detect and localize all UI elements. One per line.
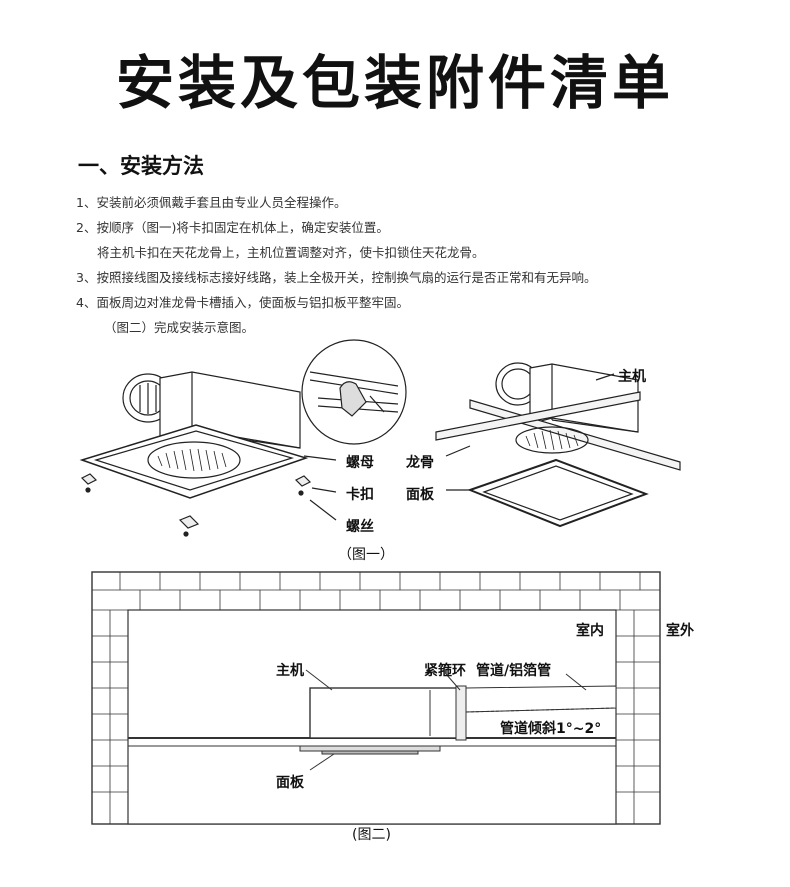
figure1-caption: （图一） (338, 547, 394, 563)
label-clamp-ring: 紧箍环 (424, 663, 466, 679)
figure2-wall-section (91, 571, 661, 825)
label-screw: 螺丝 (346, 519, 374, 535)
fan-unit-exploded-illustration (79, 371, 337, 537)
section-heading: 一、安装方法 (78, 154, 204, 178)
label-panel-2: 面板 (276, 775, 304, 791)
label-indoor: 室内 (576, 623, 604, 639)
step-item: 2、按顺序（图一)将卡扣固定在机体上，确定安装位置。 (76, 220, 389, 235)
keel-mounted-unit-illustration (435, 362, 681, 528)
install-steps: 1、安装前必须佩戴手套且由专业人员全程操作。 2、按顺序（图一)将卡扣固定在机体… (76, 190, 756, 340)
step-item: 4、面板周边对准龙骨卡槽插入，使面板与铝扣板平整牢固。 (76, 295, 409, 310)
figure2-caption: (图二) (352, 827, 391, 843)
clip-detail-illustration (301, 339, 407, 445)
label-clip: 卡扣 (346, 487, 374, 503)
label-panel: 面板 (406, 487, 434, 503)
step-item: （图二）完成安装示意图。 (104, 320, 255, 335)
page-title: 安装及包装附件清单 (115, 49, 674, 117)
step-item: 3、按照接线图及接线标志接好线路，装上全极开关，控制换气扇的运行是否正常和有无异… (76, 270, 597, 285)
step-item: 1、安装前必须佩戴手套且由专业人员全程操作。 (76, 195, 347, 210)
label-main-unit-2: 主机 (276, 663, 304, 679)
label-outdoor: 室外 (666, 623, 694, 639)
label-main-unit: 主机 (618, 369, 646, 385)
label-nut: 螺母 (346, 455, 374, 471)
step-item: 将主机卡扣在天花龙骨上，主机位置调整对齐，使卡扣锁住天花龙骨。 (97, 245, 485, 260)
label-keel: 龙骨 (406, 455, 434, 471)
label-duct: 管道/铝箔管 (476, 663, 552, 679)
label-duct-slope: 管道倾斜1°~2° (500, 721, 602, 737)
